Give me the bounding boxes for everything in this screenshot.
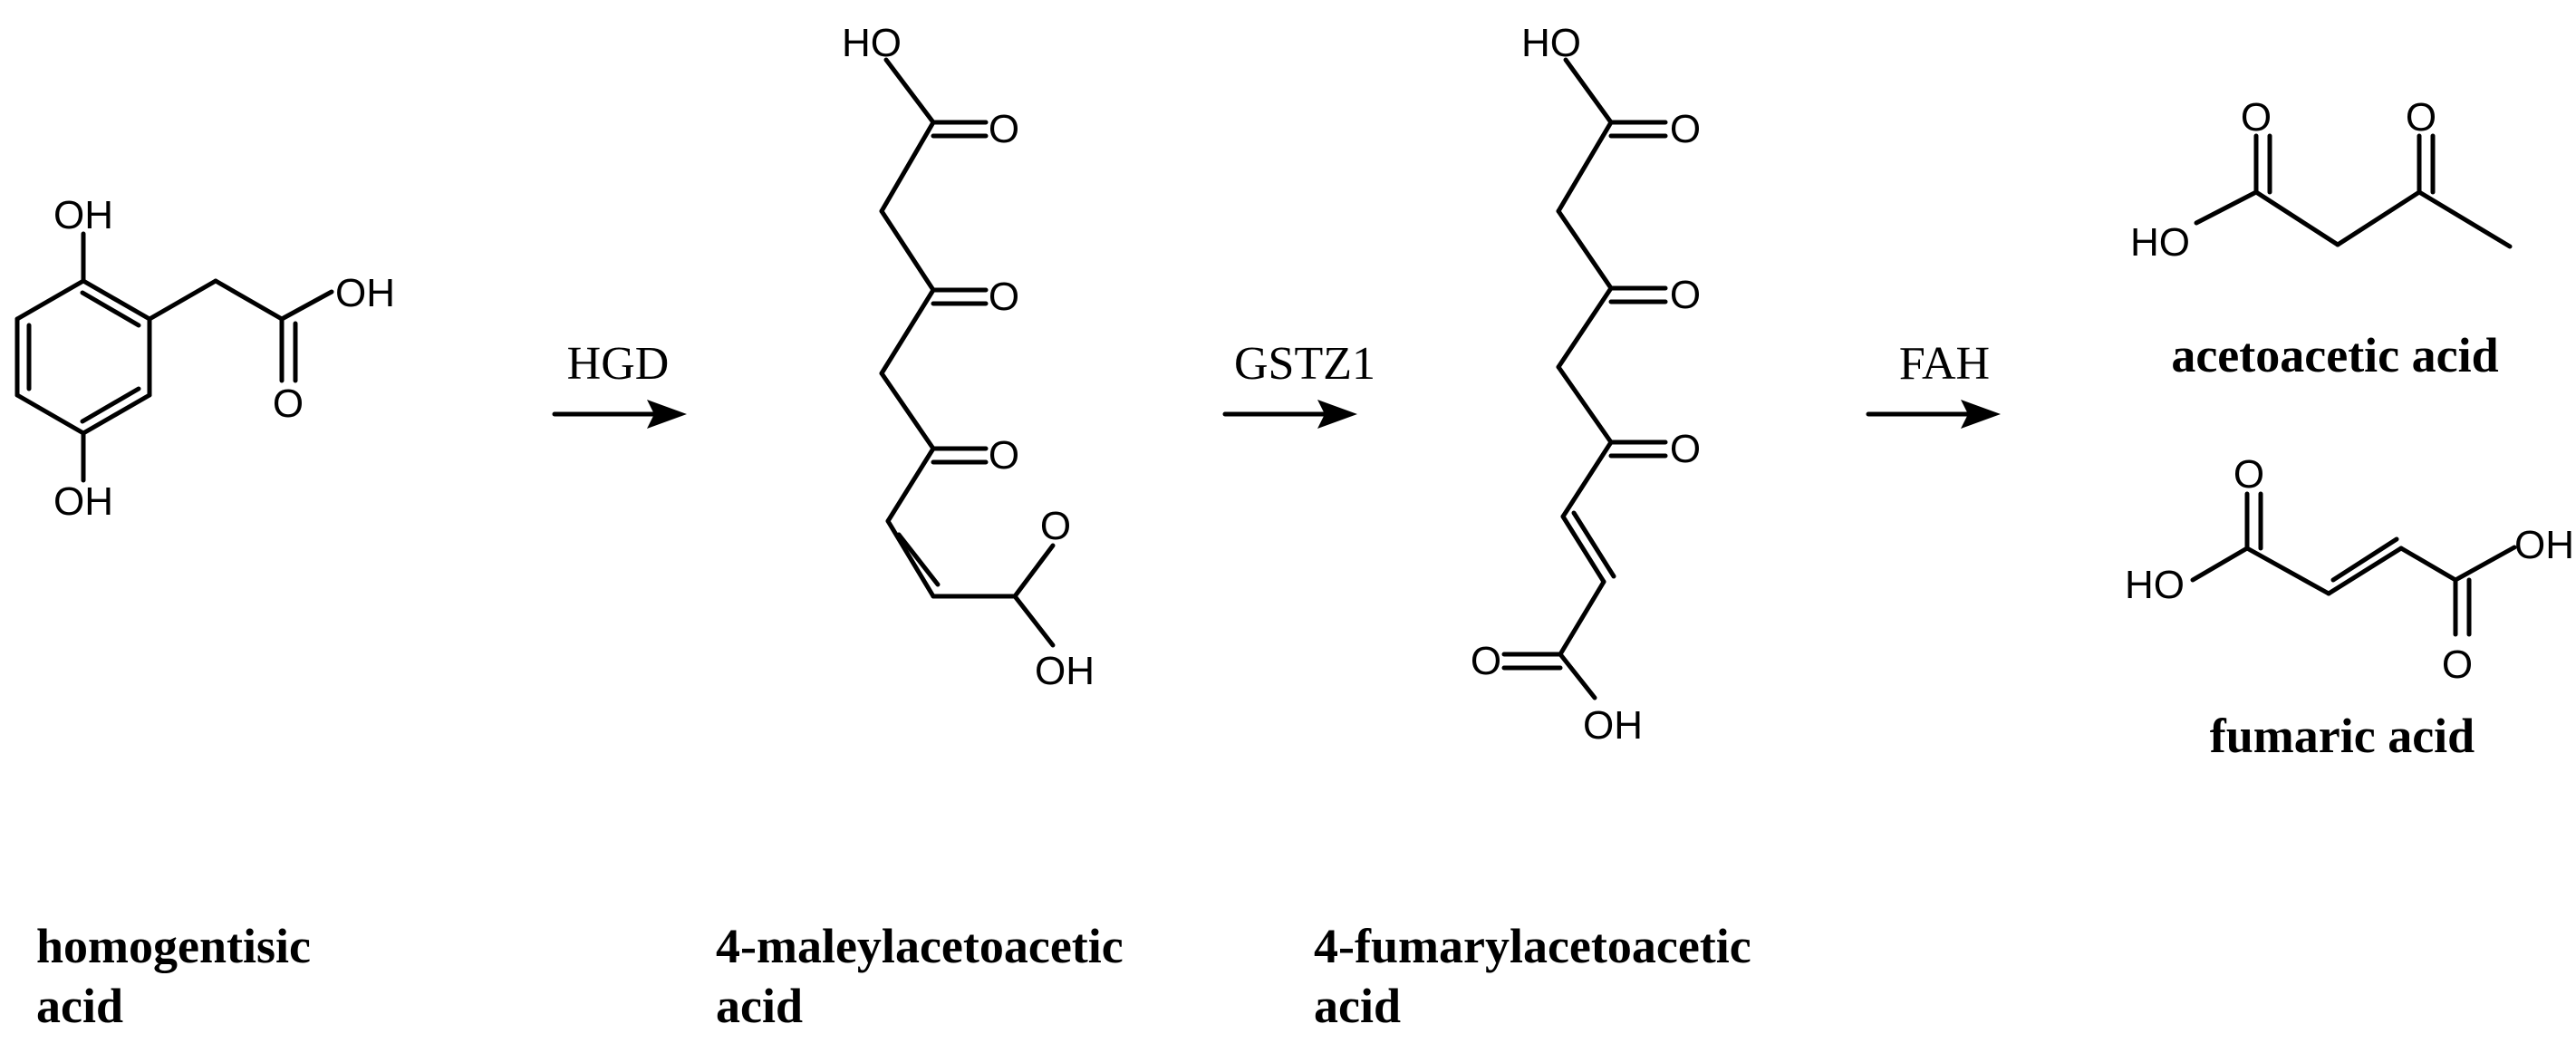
compound-name-acetoacetic: acetoacetic acid: [2171, 328, 2498, 382]
arrow-head: [1317, 400, 1357, 429]
ho-label: HO: [842, 21, 902, 65]
compound-name-fumarylacetoacetic-line2: acid: [1314, 979, 1401, 1033]
ho-label: HO: [2125, 563, 2185, 607]
bond: [879, 208, 936, 293]
o-label: O: [989, 107, 1019, 151]
o-label: O: [1040, 504, 1071, 548]
bond: [1556, 120, 1614, 214]
bond: [879, 287, 936, 376]
oh-label: OH: [1035, 649, 1095, 693]
bond: [81, 278, 152, 322]
bond: [1012, 594, 1056, 648]
bond: [14, 278, 86, 322]
bond: [1560, 440, 1614, 519]
o-label: O: [2233, 452, 2264, 497]
maleylacetoacetic-acid-structure: HO O O O O OH: [842, 21, 1095, 693]
o-label: O: [2442, 642, 2473, 687]
oh-label: OH: [2514, 523, 2574, 567]
bond: [2190, 546, 2250, 583]
arrow-head: [647, 400, 687, 429]
bond: [1556, 285, 1614, 370]
bond: [2453, 545, 2517, 583]
ho-label: HO: [2130, 220, 2190, 265]
o-label: O: [2406, 95, 2436, 140]
compound-name-maleylacetoacetic-line2: acid: [716, 979, 803, 1033]
bond: [2326, 546, 2404, 596]
bond: [2417, 189, 2513, 249]
compound-name-fumarylacetoacetic-line1: 4-fumarylacetoacetic: [1314, 919, 1751, 973]
arrow-head: [1961, 400, 2001, 429]
bond: [885, 518, 936, 599]
bond: [1560, 514, 1606, 584]
oh-label: OH: [53, 193, 113, 237]
enzyme-label-hgd: HGD: [567, 338, 670, 390]
bond: [2398, 546, 2458, 583]
bond: [883, 57, 936, 125]
o-label: O: [1670, 427, 1701, 471]
bond: [885, 446, 936, 524]
compound-name-homogentisic-line1: homogentisic: [36, 919, 311, 973]
o-label: O: [1670, 107, 1701, 151]
ho-label: HO: [1521, 21, 1581, 65]
oh-label: OH: [1583, 703, 1643, 748]
compound-names-row: homogentisic acid 4-maleylacetoacetic ac…: [36, 919, 1751, 1033]
bond: [213, 278, 285, 322]
bond: [896, 532, 941, 587]
bond: [1556, 208, 1614, 291]
bond: [2244, 546, 2331, 596]
bond: [879, 371, 936, 451]
compound-name-maleylacetoacetic-line1: 4-maleylacetoacetic: [716, 919, 1124, 973]
bond: [279, 289, 334, 322]
fumarylacetoacetic-acid-structure: HO O O O O OH: [1471, 21, 1701, 748]
acetoacetic-acid-structure: O O HO acetoacetic acid: [2130, 95, 2513, 382]
bond: [1558, 579, 1606, 657]
compound-name-fumaric: fumaric acid: [2210, 709, 2475, 763]
o-label: O: [989, 433, 1019, 478]
bond: [80, 386, 141, 424]
reaction-arrow-gstz1: GSTZ1: [1222, 338, 1375, 429]
reaction-arrow-hgd: HGD: [552, 338, 687, 429]
o-label: O: [2241, 95, 2272, 140]
bond: [147, 278, 218, 322]
bond: [81, 392, 152, 436]
bond: [2330, 536, 2399, 583]
o-label: O: [989, 275, 1019, 319]
enzyme-label-fah: FAH: [1899, 338, 1990, 390]
bond: [1571, 510, 1616, 579]
o-label: O: [1670, 273, 1701, 317]
homogentisic-acid-structure: OH OH OH O: [14, 193, 395, 524]
o-label: O: [1471, 639, 1501, 683]
bond: [2335, 189, 2422, 247]
bond: [879, 120, 936, 214]
bond: [14, 392, 86, 436]
enzyme-label-gstz1: GSTZ1: [1234, 338, 1375, 390]
oh-label: OH: [335, 271, 395, 315]
bond: [1012, 543, 1056, 599]
bond: [2253, 189, 2340, 247]
oh-label: OH: [53, 479, 113, 524]
bond: [1563, 57, 1614, 125]
fumaric-acid-structure: O HO OH O fumaric acid: [2125, 452, 2574, 763]
bond: [1558, 652, 1597, 700]
o-label: O: [273, 382, 304, 426]
bond: [2194, 189, 2259, 226]
bond: [1556, 364, 1614, 445]
compound-name-homogentisic-line2: acid: [36, 979, 123, 1033]
reaction-arrow-fah: FAH: [1866, 338, 2001, 429]
bond: [80, 290, 141, 328]
